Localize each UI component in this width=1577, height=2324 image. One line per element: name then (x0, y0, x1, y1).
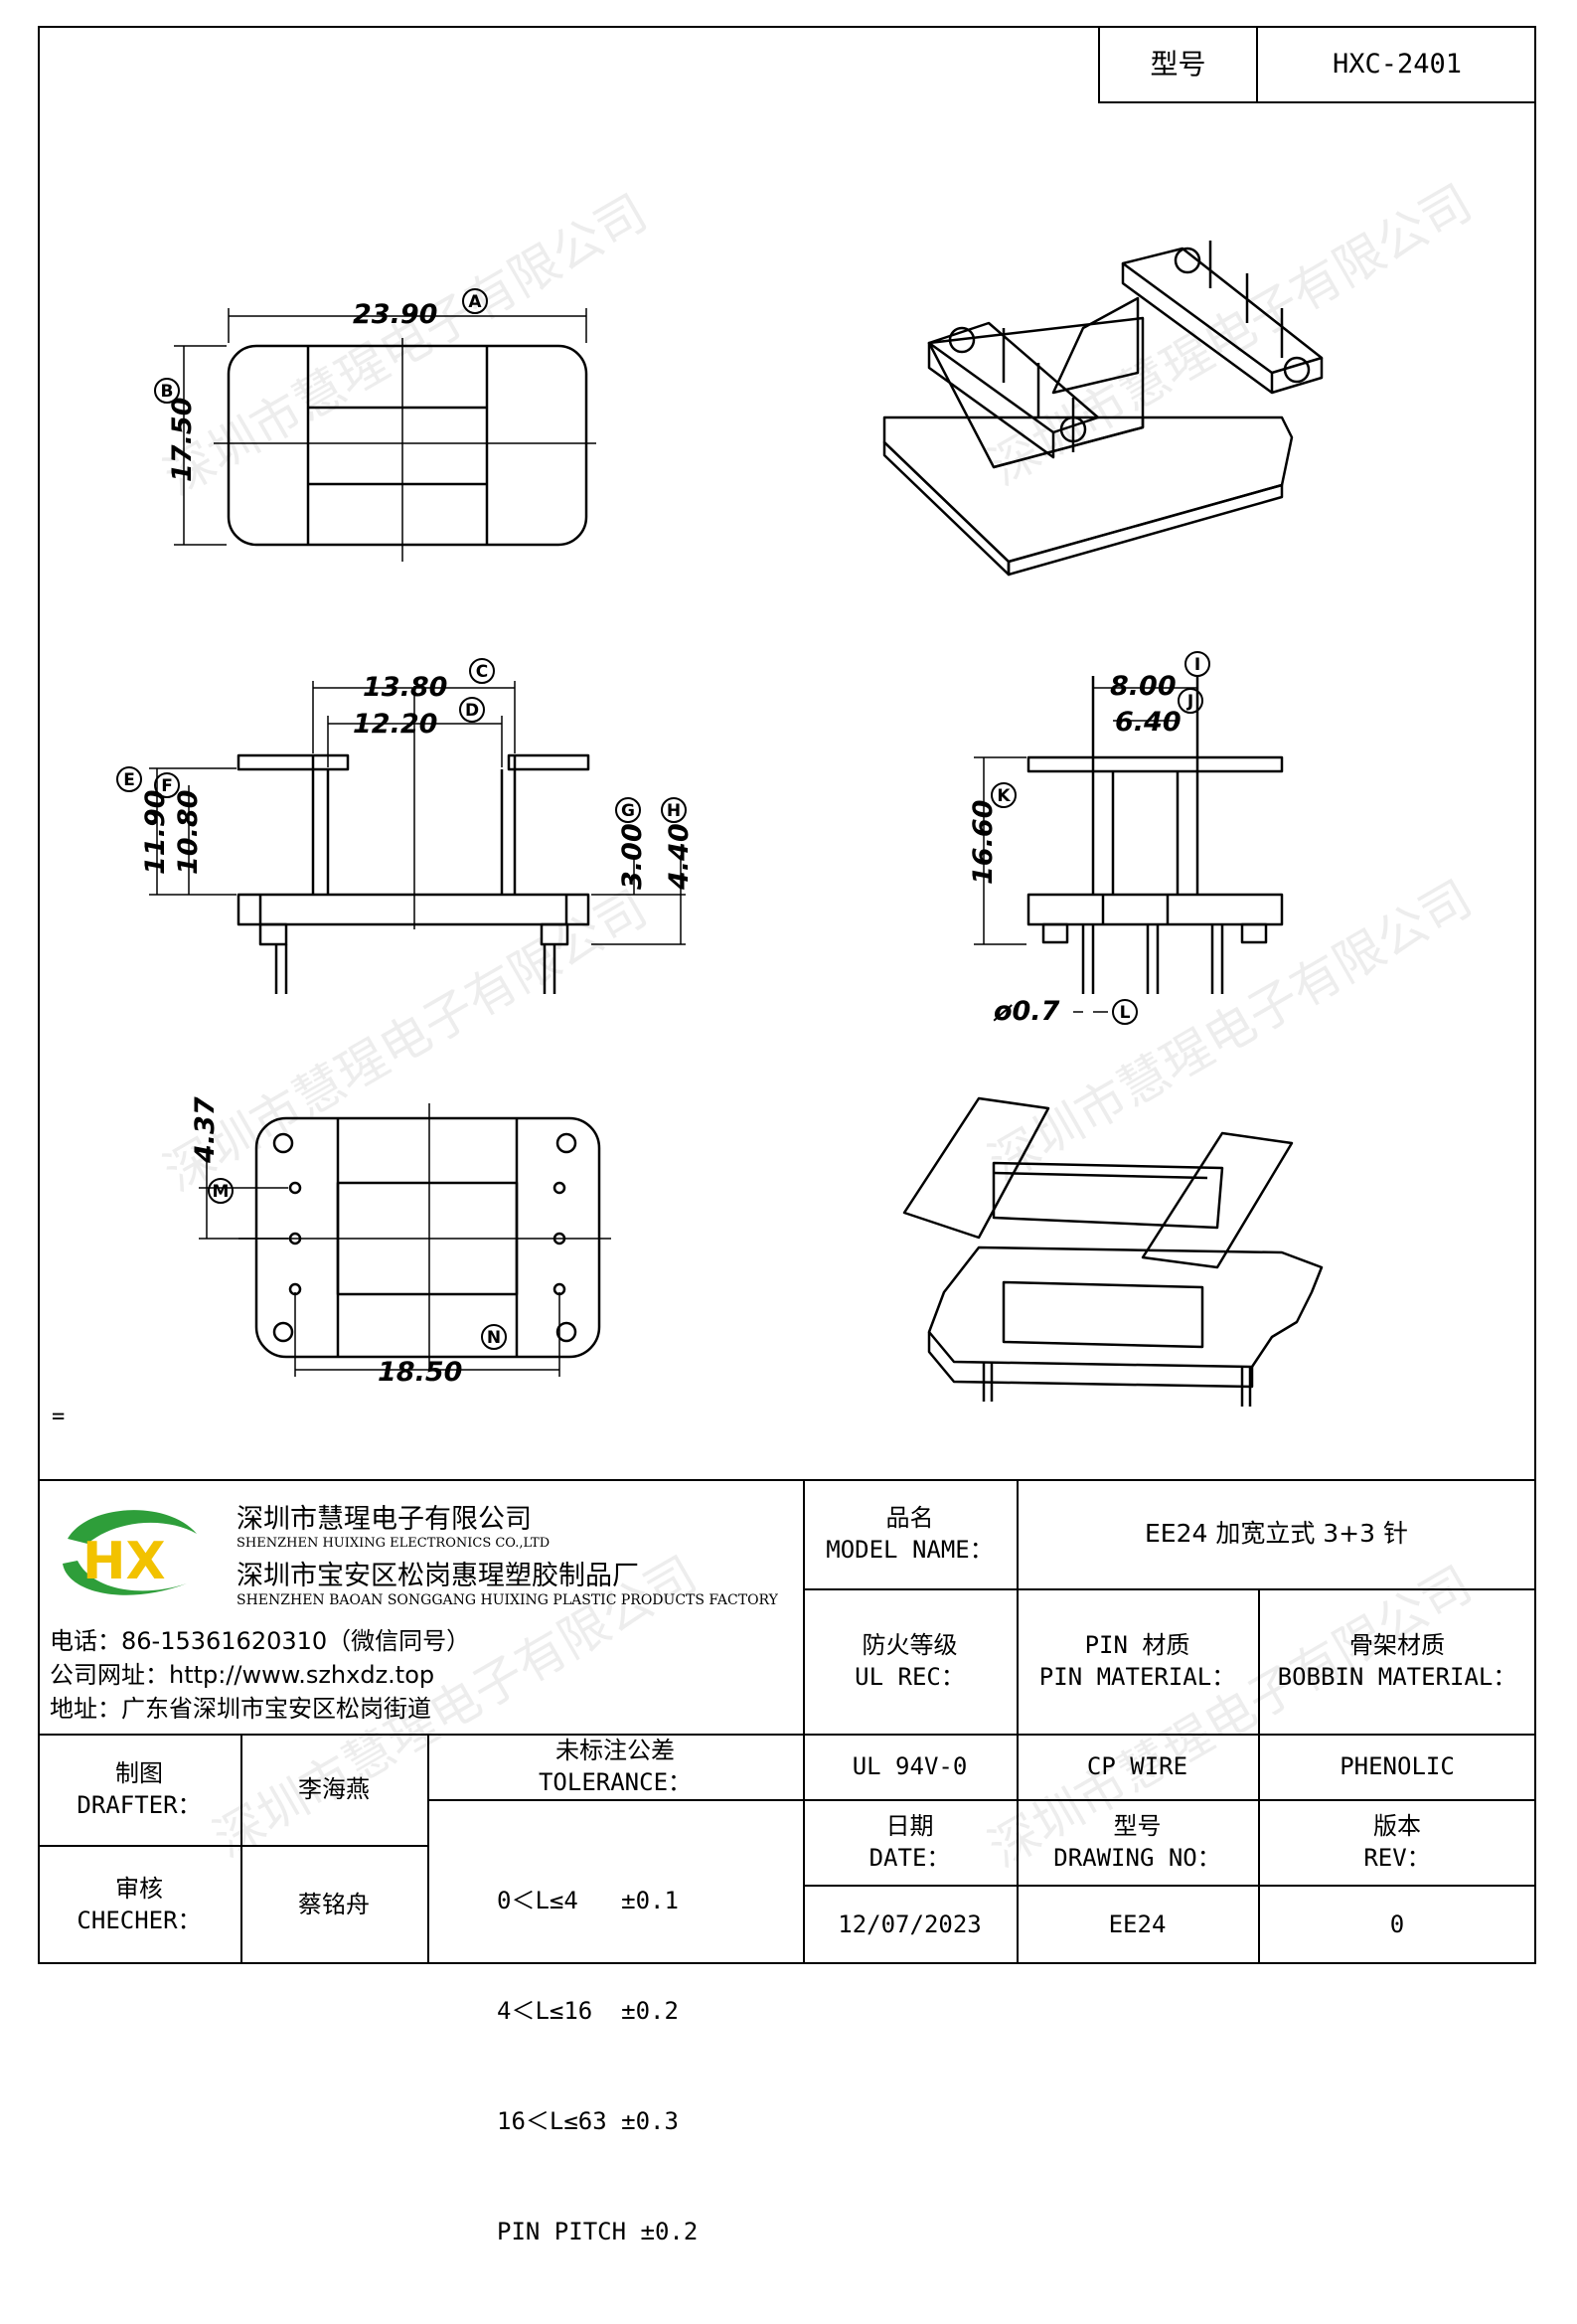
bottom-view (199, 1103, 611, 1377)
ul-label-en: UL REC： (855, 1663, 965, 1691)
factory-name-en: SHENZHEN BAOAN SONGGANG HUIXING PLASTIC … (237, 1592, 778, 1608)
company-logo: HX (63, 1510, 197, 1595)
dim-J-value: 6.40 (1115, 707, 1182, 738)
ul-value: UL 94V-0 (852, 1752, 968, 1780)
company-phone: 电话：86-15361620310（微信同号） (50, 1627, 471, 1655)
callout-E: E (123, 770, 135, 790)
date-label-en: DATE： (868, 1844, 951, 1872)
callout-D: D (465, 701, 479, 721)
dim-K-value: 16.60 (968, 800, 999, 885)
drafter-label-cn: 制图 (115, 1759, 163, 1787)
callout-A: A (468, 292, 482, 312)
dim-I-value: 8.00 (1110, 671, 1177, 702)
ul-label-cn: 防火等级 (862, 1631, 958, 1659)
rev-label-cn: 版本 (1373, 1812, 1421, 1840)
dim-H-value: 4.40 (664, 823, 695, 891)
bobbin-material-value: PHENOLIC (1340, 1752, 1455, 1780)
drafter-label-en: DRAFTER： (77, 1791, 202, 1819)
dim-B-value: 17.50 (167, 398, 198, 482)
checker-name: 蔡铭舟 (298, 1891, 370, 1918)
callout-C: C (476, 662, 488, 682)
header-model-value: HXC-2401 (1256, 28, 1536, 103)
company-address: 地址：广东省深圳市宝安区松岗街道 (50, 1695, 431, 1723)
tolerance-line: PIN PITCH ±0.2 (497, 2218, 699, 2245)
callout-F: F (161, 776, 173, 796)
callout-J: J (1186, 692, 1193, 712)
bobbin-material-label-cn: 骨架材质 (1349, 1631, 1445, 1659)
date-label-cn: 日期 (885, 1812, 934, 1840)
logo-text: HX (82, 1532, 166, 1591)
dim-D-value: 12.20 (353, 709, 437, 740)
rev-label-en: REV： (1363, 1844, 1431, 1872)
tolerance-label-en: TOLERANCE： (538, 1768, 693, 1796)
bobbin-material-label-en: BOBBIN MATERIAL： (1277, 1663, 1517, 1691)
model-name-label-cn: 品名 (885, 1504, 934, 1532)
callout-G: G (621, 801, 635, 821)
drawing-sheet: 型号 HXC-2401 (38, 26, 1536, 1964)
model-name-label-en: MODEL NAME： (826, 1536, 994, 1564)
tolerance-table: 0＜L≤4 ±0.1 4＜L≤16 ±0.2 16＜L≤63 ±0.3 PIN … (497, 1809, 698, 2324)
drafter-name: 李海燕 (298, 1775, 370, 1803)
header-model-label: 型号 (1098, 28, 1256, 103)
top-view (174, 308, 596, 562)
iso-view-top (882, 241, 1324, 577)
front-view (149, 681, 686, 994)
pin-material-label-en: PIN MATERIAL： (1038, 1663, 1236, 1691)
dim-A-value: 23.90 (353, 299, 437, 330)
dim-E-value: 11.90 (140, 790, 171, 875)
dim-N-value: 18.50 (378, 1357, 462, 1388)
callout-L: L (1120, 1003, 1131, 1023)
model-name-value: EE24 加宽立式 3+3 针 (1144, 1519, 1408, 1548)
dim-M-value: 4.37 (190, 1096, 221, 1164)
drawing-no-value: EE24 (1108, 1910, 1167, 1938)
technical-drawing: 23.90 17.50 13.80 12.20 11.90 10.80 3.00… (52, 241, 1324, 1429)
dim-G-value: 3.00 (617, 823, 648, 890)
company-name-en: SHENZHEN HUIXING ELECTRONICS CO.,LTD (237, 1536, 551, 1551)
title-block: HX 深圳市慧瑆电子有限公司 SHENZHEN HUIXING ELECTRON… (38, 1479, 1536, 2245)
callout-B: B (161, 382, 174, 402)
pin-material-label-cn: PIN 材质 (1084, 1631, 1190, 1659)
checker-label-cn: 审核 (115, 1875, 163, 1903)
checker-label-en: CHECHER： (77, 1907, 202, 1934)
factory-name-cn: 深圳市宝安区松岗惠瑆塑胶制品厂 (237, 1561, 639, 1591)
side-view (974, 676, 1284, 1013)
tolerance-label-cn: 未标注公差 (555, 1737, 675, 1764)
pin-material-value: CP WIRE (1086, 1752, 1188, 1780)
callout-I: I (1194, 655, 1200, 675)
callout-K: K (997, 786, 1011, 806)
callout-N: N (487, 1328, 501, 1348)
rev-value: 0 (1389, 1910, 1405, 1938)
callout-H: H (667, 801, 681, 821)
dim-C-value: 13.80 (363, 672, 447, 703)
company-name-cn: 深圳市慧瑆电子有限公司 (237, 1504, 532, 1535)
tolerance-line: 0＜L≤4 ±0.1 (497, 1887, 679, 1914)
drawing-no-label-en: DRAWING NO： (1053, 1844, 1221, 1872)
tolerance-line: 16＜L≤63 ±0.3 (497, 2107, 679, 2135)
dim-F-value: 10.80 (173, 790, 204, 875)
drawing-no-label-cn: 型号 (1113, 1812, 1162, 1840)
iso-view-bottom (902, 1096, 1324, 1407)
company-website: 公司网址：http://www.szhxdz.top (50, 1661, 435, 1689)
callout-M: M (213, 1182, 230, 1202)
stray-mark: = (52, 1405, 65, 1429)
dim-L-value: ø0.7 (993, 996, 1060, 1027)
date-value: 12/07/2023 (838, 1910, 982, 1938)
